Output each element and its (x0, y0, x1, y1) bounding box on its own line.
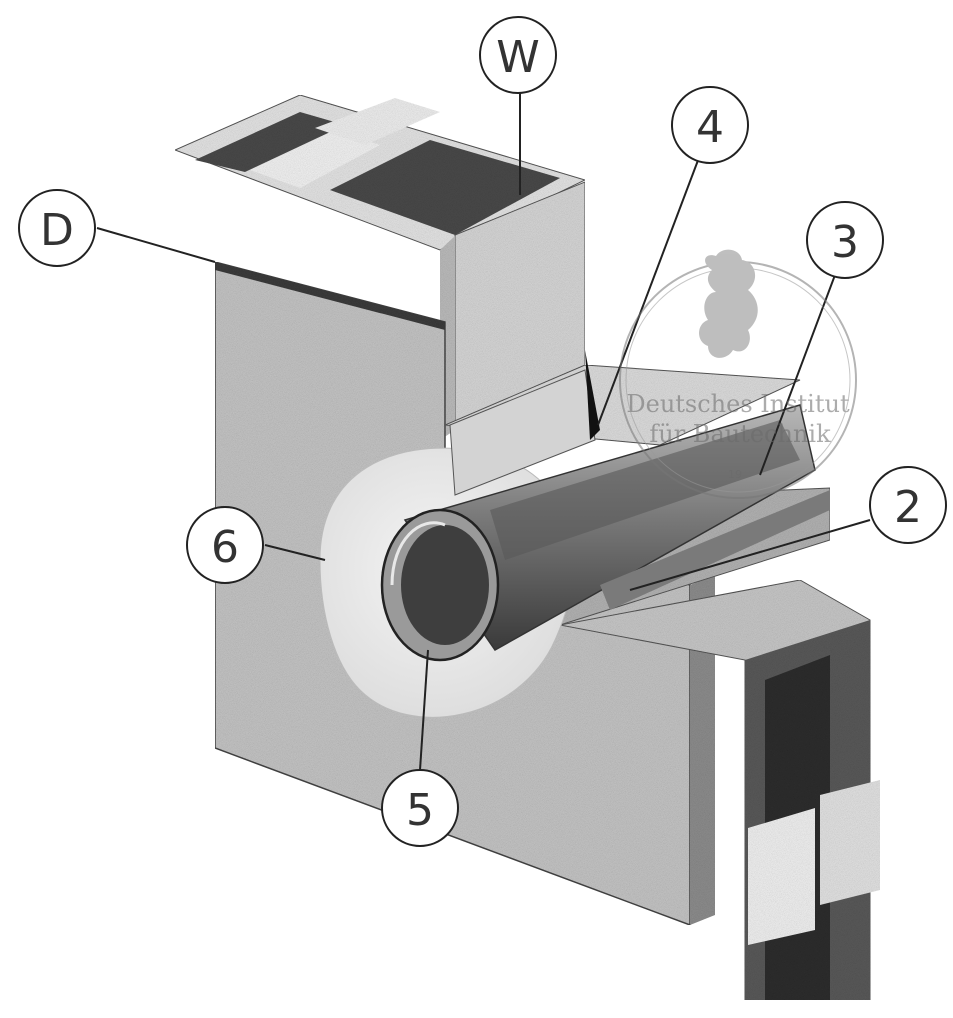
callout-w: W (479, 16, 557, 94)
upper-wall-block (173, 94, 587, 440)
svg-text:D: D (40, 205, 74, 256)
leader-lines (96, 85, 871, 771)
callout-5: 5 (381, 769, 459, 847)
svg-text:2: 2 (894, 482, 922, 533)
callout-2: 2 (869, 466, 947, 544)
callout-d: D (18, 189, 96, 267)
svg-text:W: W (496, 32, 540, 83)
svg-text:4: 4 (696, 102, 724, 153)
sleeve-4 (449, 350, 600, 496)
svg-text:für Bautechnik: für Bautechnik (649, 420, 831, 448)
callout-4: 4 (671, 86, 749, 164)
pipe-2 (380, 404, 830, 662)
callout-6: 6 (186, 506, 264, 584)
svg-text:19: 19 (728, 468, 742, 481)
svg-text:Deutsches Institut: Deutsches Institut (626, 390, 850, 418)
svg-text:6: 6 (211, 522, 239, 573)
bear-emblem-icon (699, 249, 758, 358)
svg-text:3: 3 (831, 217, 859, 268)
lower-wall-block (559, 579, 880, 1001)
approval-stamp: Deutsches Institut für Bautechnik 19 (619, 249, 857, 499)
callout-3: 3 (806, 201, 884, 279)
svg-text:5: 5 (406, 785, 434, 836)
